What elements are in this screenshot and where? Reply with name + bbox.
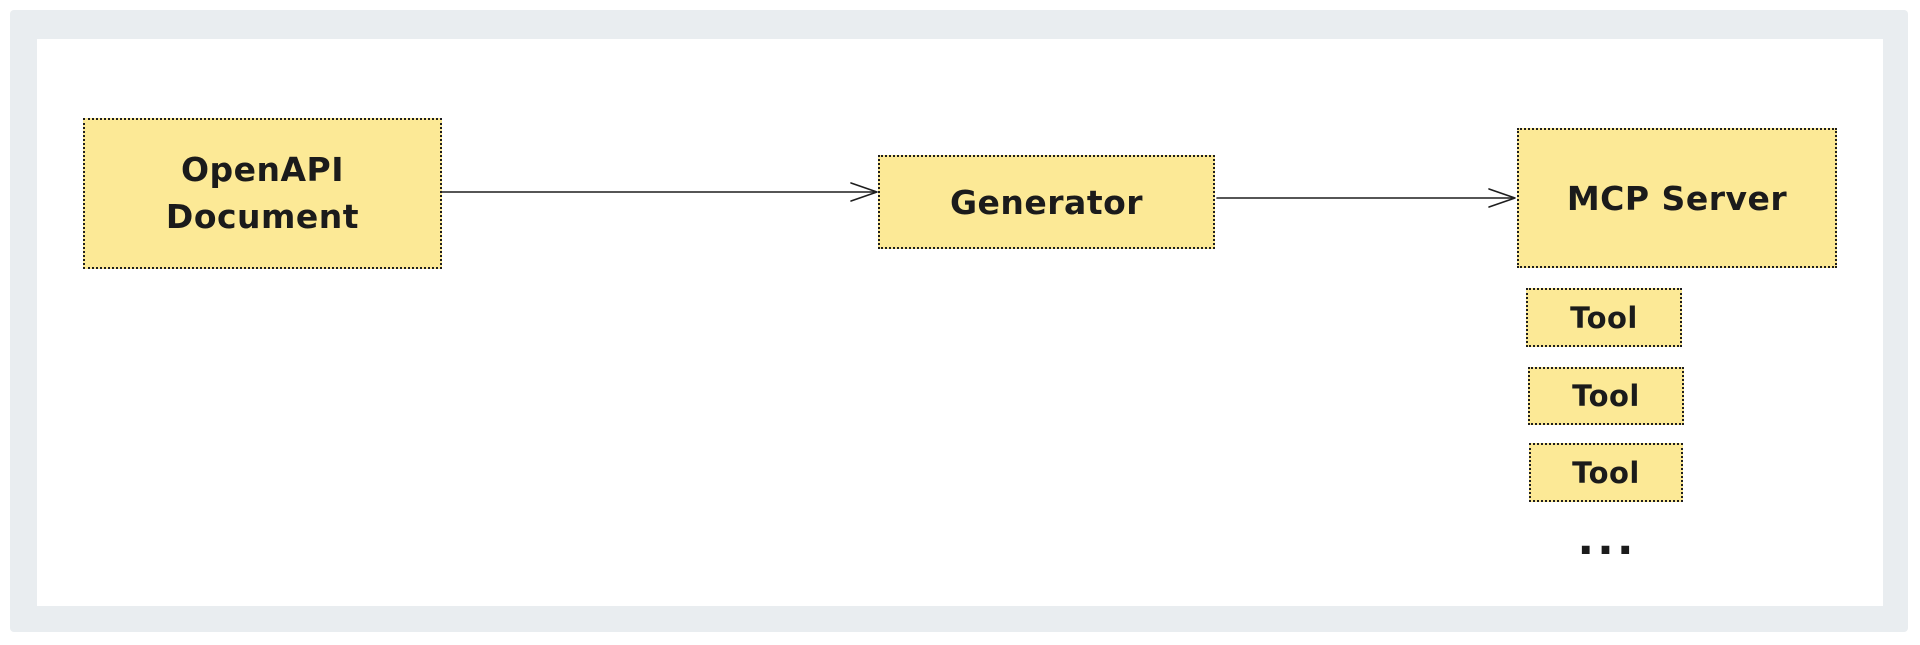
more-tools-ellipsis: ... (1577, 513, 1637, 565)
node-generator[interactable]: Generator (878, 155, 1215, 249)
node-tool-3[interactable]: Tool (1529, 443, 1683, 502)
node-openapi-document[interactable]: OpenAPI Document (83, 118, 442, 269)
node-generator-label: Generator (949, 182, 1144, 222)
node-mcp-server[interactable]: MCP Server (1517, 128, 1837, 268)
node-tool-2[interactable]: Tool (1528, 367, 1684, 425)
diagram-frame: OpenAPI Document Generator MCP Server (10, 10, 1908, 632)
node-tool-1[interactable]: Tool (1526, 288, 1682, 347)
node-tool-2-label: Tool (1572, 379, 1640, 413)
node-mcp-server-label: MCP Server (1566, 178, 1788, 218)
arrow-generator-to-mcp-server (1216, 188, 1516, 208)
arrow-openapi-to-generator (440, 182, 878, 202)
node-tool-1-label: Tool (1570, 300, 1638, 335)
node-openapi-document-label: OpenAPI Document (165, 150, 360, 236)
node-tool-3-label: Tool (1572, 455, 1640, 490)
diagram-canvas: OpenAPI Document Generator MCP Server (37, 39, 1883, 606)
